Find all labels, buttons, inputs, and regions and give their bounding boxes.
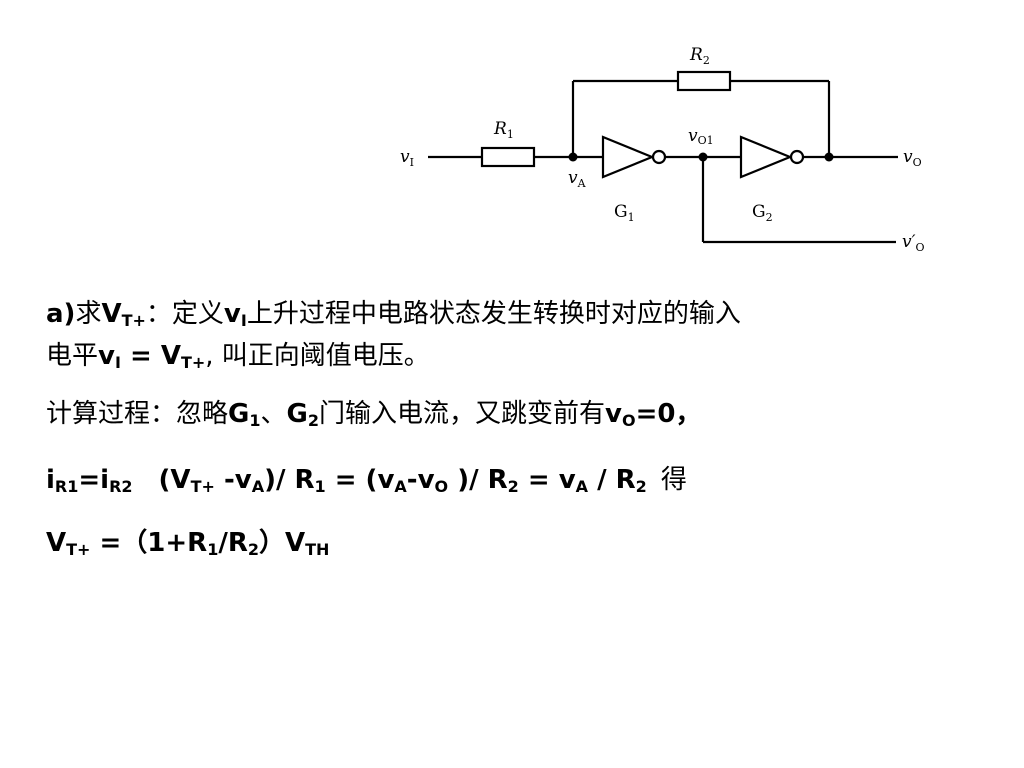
- eq-part-2: -v: [214, 465, 252, 495]
- ir2-subscript: R2: [109, 477, 133, 496]
- eq-part-4: = (v: [325, 465, 395, 495]
- slash-r2: /R: [218, 528, 248, 558]
- inverter-g2: [739, 135, 793, 179]
- label-vo: vO: [903, 147, 922, 169]
- qiu-word: 求: [75, 299, 102, 329]
- definition-end-text: 叫正向阈值电压。: [221, 341, 430, 371]
- eq-part-5: -v: [406, 465, 435, 495]
- label-g1: G1: [614, 202, 635, 224]
- eq-sub-7: A: [575, 477, 589, 496]
- eq-sub-4: A: [394, 477, 407, 496]
- eq-part-7: = v: [518, 465, 576, 495]
- eq-part-8: / R: [588, 465, 636, 495]
- vi-subscript: I: [240, 311, 247, 330]
- vt-subscript: T+: [180, 353, 206, 372]
- label-r1: R1: [493, 119, 514, 141]
- junction-vo: [824, 152, 834, 162]
- label-r2: R2: [689, 45, 710, 67]
- ir1-subscript: R1: [54, 477, 79, 496]
- eq-sub-1: T+: [190, 477, 215, 496]
- resistor-r2: [676, 70, 732, 92]
- vt-subscript: T+: [121, 311, 146, 330]
- inverter-g2-bubble: [789, 149, 805, 165]
- label-va: vA: [568, 168, 587, 190]
- ir2-symbol: i: [100, 465, 110, 495]
- vt-symbol: V: [101, 299, 122, 329]
- label-vi: vI: [400, 147, 414, 169]
- vo-symbol: v: [605, 399, 622, 429]
- junction-vo1: [698, 152, 708, 162]
- close-vth: ）V: [259, 528, 306, 558]
- eq-sub-3: 1: [314, 477, 326, 496]
- r2-subscript: 2: [247, 540, 259, 559]
- definition-text: 上升过程中电路状态发生转换时对应的输入: [246, 299, 741, 329]
- g1-subscript: 1: [249, 411, 261, 430]
- vt-subscript: T+: [66, 540, 91, 559]
- calc-middle: 门输入电流，又跳变前有: [319, 399, 606, 429]
- equals-sign: =: [120, 341, 161, 371]
- junction-va: [568, 152, 578, 162]
- eq-part-1: (V: [158, 465, 191, 495]
- g2-subscript: 2: [307, 411, 319, 430]
- vi-symbol: v: [98, 341, 115, 371]
- label-vo-prime: v′O: [902, 232, 925, 254]
- inverter-g1-bubble: [651, 149, 667, 165]
- colon-define: ：定义: [145, 299, 224, 329]
- comma: ,: [205, 341, 222, 371]
- eq-part-3: )/ R: [264, 465, 315, 495]
- text-line-3-calculation: 计算过程：忽略G1、G2门输入电流，又跳变前有vO=0，: [46, 397, 701, 431]
- schmitt-trigger-circuit-diagram: R2 R1 vI vA vO1 vO v′O G1 G2: [400, 45, 925, 254]
- equals: =: [78, 465, 101, 495]
- ir1-symbol: i: [46, 465, 55, 495]
- vi-symbol: v: [223, 299, 241, 329]
- label-vo1: vO1: [688, 126, 714, 147]
- g1-symbol: G: [228, 399, 250, 429]
- text-line-5-result: VT+ =（1+R1/R2）VTH: [46, 526, 329, 560]
- vth-subscript: TH: [305, 540, 330, 559]
- part-label: a): [46, 299, 76, 329]
- vo-subscript: O: [621, 411, 636, 430]
- result-word: 得: [660, 465, 687, 495]
- level-word: 电平: [46, 341, 99, 371]
- g2-symbol: G: [286, 399, 308, 429]
- eq-sub-6: 2: [507, 477, 519, 496]
- eq-sub-2: A: [251, 477, 265, 496]
- text-line-2-definition: 电平vI = VT+, 叫正向阈值电压。: [46, 339, 430, 373]
- text-line-1-definition: a)求VT+：定义vI上升过程中电路状态发生转换时对应的输入: [46, 297, 741, 331]
- vi-subscript: I: [114, 353, 121, 372]
- result-eq: =（1+R: [90, 528, 208, 558]
- vt-symbol: V: [46, 528, 67, 558]
- vo-equals-zero: =0，: [635, 399, 702, 429]
- text-line-4-equation: iR1=iR2(VT+ -vA)/ R1 = (vA-vO )/ R2 = vA…: [46, 463, 687, 497]
- resistor-r1: [480, 146, 536, 168]
- inverter-g1: [601, 135, 655, 179]
- eq-part-6: )/ R: [448, 465, 508, 495]
- vt-symbol: V: [160, 341, 181, 371]
- label-g2: G2: [752, 202, 773, 224]
- r1-subscript: 1: [207, 540, 219, 559]
- calc-intro: 计算过程：忽略: [46, 399, 229, 429]
- separator: 、: [260, 399, 287, 429]
- eq-sub-5: O: [434, 477, 449, 496]
- eq-sub-8: 2: [635, 477, 647, 496]
